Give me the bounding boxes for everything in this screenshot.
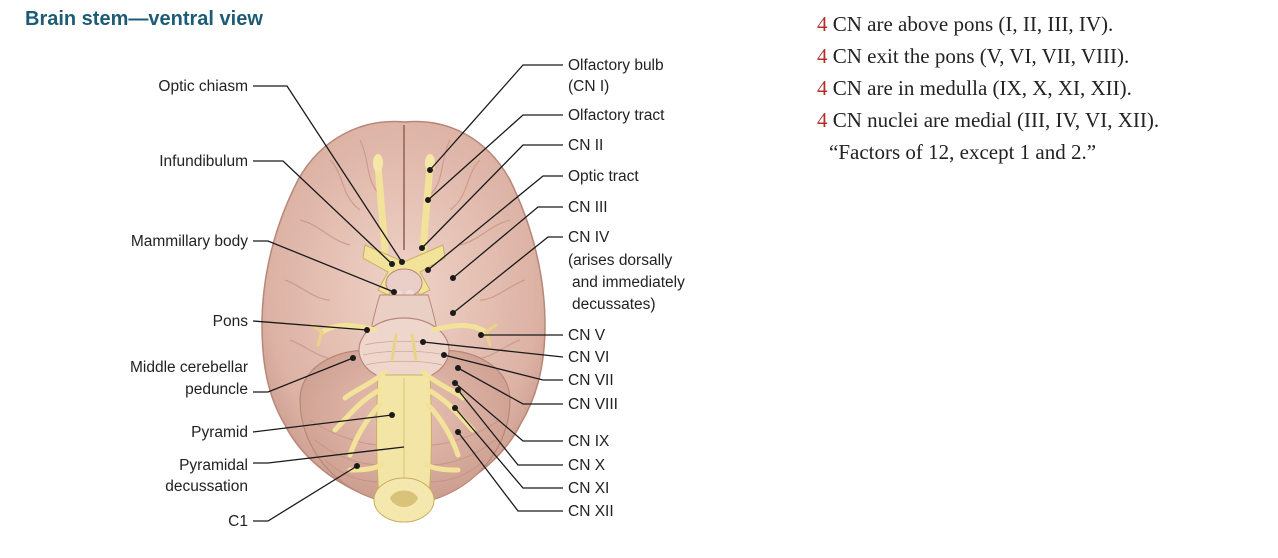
label-cn7: CN VII (568, 372, 614, 389)
note-number: 4 (817, 12, 828, 36)
note-number: 4 (817, 108, 828, 132)
note-text: CN are above pons (I, II, III, IV). (827, 12, 1114, 36)
note-line: 4 CN nuclei are medial (III, IV, VI, XII… (817, 104, 1159, 136)
label-cn11: CN XI (568, 480, 610, 497)
mnemonic-quote: “Factors of 12, except 1 and 2.” (829, 140, 1097, 164)
notes-block: 4 CN are above pons (I, II, III, IV). 4 … (817, 8, 1159, 168)
label-pons: Pons (212, 313, 248, 330)
label-cn9: CN IX (568, 433, 610, 450)
label-cn8: CN VIII (568, 396, 618, 413)
label-olfactory-bulb-1: Olfactory bulb (568, 57, 664, 74)
label-cn4-note-2: and immediately (572, 274, 685, 291)
note-number: 4 (817, 76, 828, 100)
label-cn5: CN V (568, 327, 606, 344)
label-cn4-note-1: (arises dorsally (568, 252, 673, 269)
label-middle-cerebellar-2: peduncle (185, 381, 248, 398)
label-middle-cerebellar-1: Middle cerebellar (129, 359, 248, 376)
label-olfactory-bulb-2: (CN I) (568, 78, 610, 95)
note-number: 4 (817, 44, 828, 68)
note-line: 4 CN are in medulla (IX, X, XI, XII). (817, 72, 1159, 104)
label-mammillary-body: Mammillary body (130, 233, 248, 250)
label-optic-chiasm: Optic chiasm (158, 78, 248, 95)
label-cn10: CN X (568, 457, 606, 474)
label-olfactory-tract: Olfactory tract (568, 107, 665, 124)
label-cn12: CN XII (568, 503, 614, 520)
label-optic-tract: Optic tract (568, 168, 639, 185)
label-cn3: CN III (568, 199, 608, 216)
label-pyramidal-decussation-2: decussation (165, 478, 248, 495)
page-title: Brain stem—ventral view (25, 8, 263, 30)
label-c1: C1 (228, 513, 248, 530)
note-text: CN are in medulla (IX, X, XI, XII). (827, 76, 1132, 100)
note-text: CN nuclei are medial (III, IV, VI, XII). (827, 108, 1160, 132)
label-cn4-note-3: decussates) (572, 296, 656, 313)
note-text: CN exit the pons (V, VI, VII, VIII). (827, 44, 1130, 68)
label-cn4: CN IV (568, 229, 610, 246)
label-infundibulum: Infundibulum (159, 153, 248, 170)
label-cn2: CN II (568, 137, 604, 154)
label-pyramid: Pyramid (191, 424, 248, 441)
note-line: 4 CN exit the pons (V, VI, VII, VIII). (817, 40, 1159, 72)
label-pyramidal-decussation-1: Pyramidal (179, 457, 248, 474)
note-line: 4 CN are above pons (I, II, III, IV). (817, 8, 1159, 40)
label-cn6: CN VI (568, 349, 610, 366)
